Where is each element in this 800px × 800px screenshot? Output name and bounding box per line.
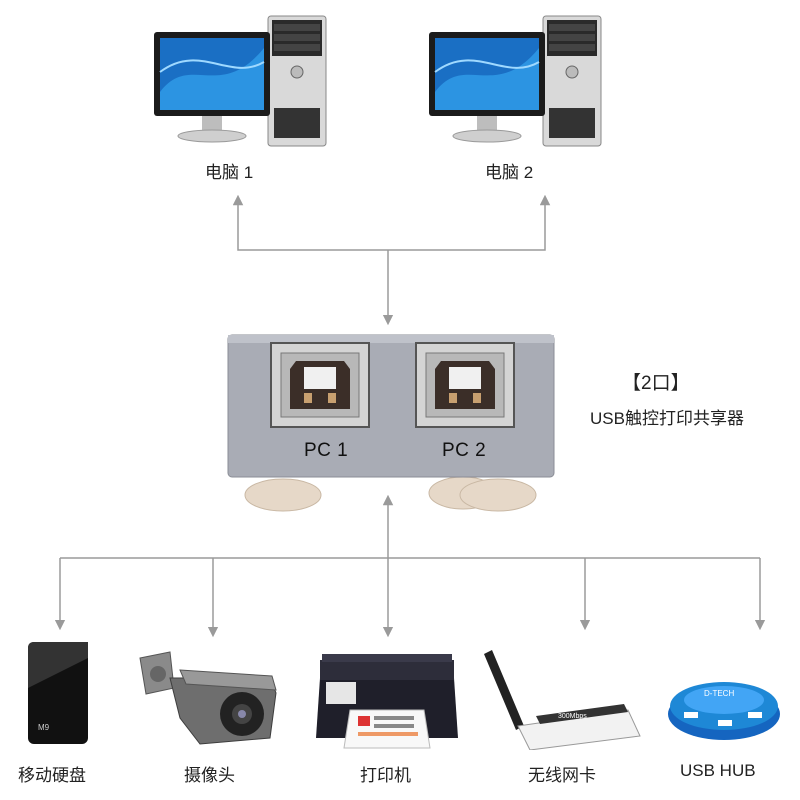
wireless-adapter-icon: 300Mbps bbox=[484, 650, 641, 750]
port-1-label: PC 1 bbox=[304, 440, 349, 461]
camera-icon bbox=[139, 651, 277, 745]
computer-2-label: 电脑 2 bbox=[485, 163, 534, 182]
hard-drive-icon: M9 bbox=[28, 642, 88, 744]
device-5-label: USB HUB bbox=[680, 761, 756, 780]
computer-2-icon bbox=[429, 15, 602, 147]
svg-text:D-TECH: D-TECH bbox=[704, 689, 734, 698]
device-2-label: 摄像头 bbox=[184, 766, 235, 785]
port-2-label: PC 2 bbox=[442, 440, 487, 461]
wire-pc2 bbox=[388, 194, 551, 251]
switch-title-name: USB触控打印共享器 bbox=[590, 409, 744, 428]
device-4-label: 无线网卡 bbox=[528, 766, 596, 785]
computer-1-label: 电脑 1 bbox=[205, 163, 254, 182]
usb-hub-icon: D-TECH bbox=[668, 682, 780, 740]
svg-text:M9: M9 bbox=[38, 723, 50, 732]
wire-pc1 bbox=[232, 194, 388, 251]
switch-title-ports: 【2口】 bbox=[622, 373, 690, 394]
device-3-label: 打印机 bbox=[360, 766, 411, 785]
computer-1-icon bbox=[154, 15, 327, 147]
usb-switch-icon bbox=[227, 334, 555, 512]
svg-text:300Mbps: 300Mbps bbox=[558, 713, 587, 720]
device-1-label: 移动硬盘 bbox=[18, 766, 86, 785]
printer-icon bbox=[316, 654, 458, 749]
